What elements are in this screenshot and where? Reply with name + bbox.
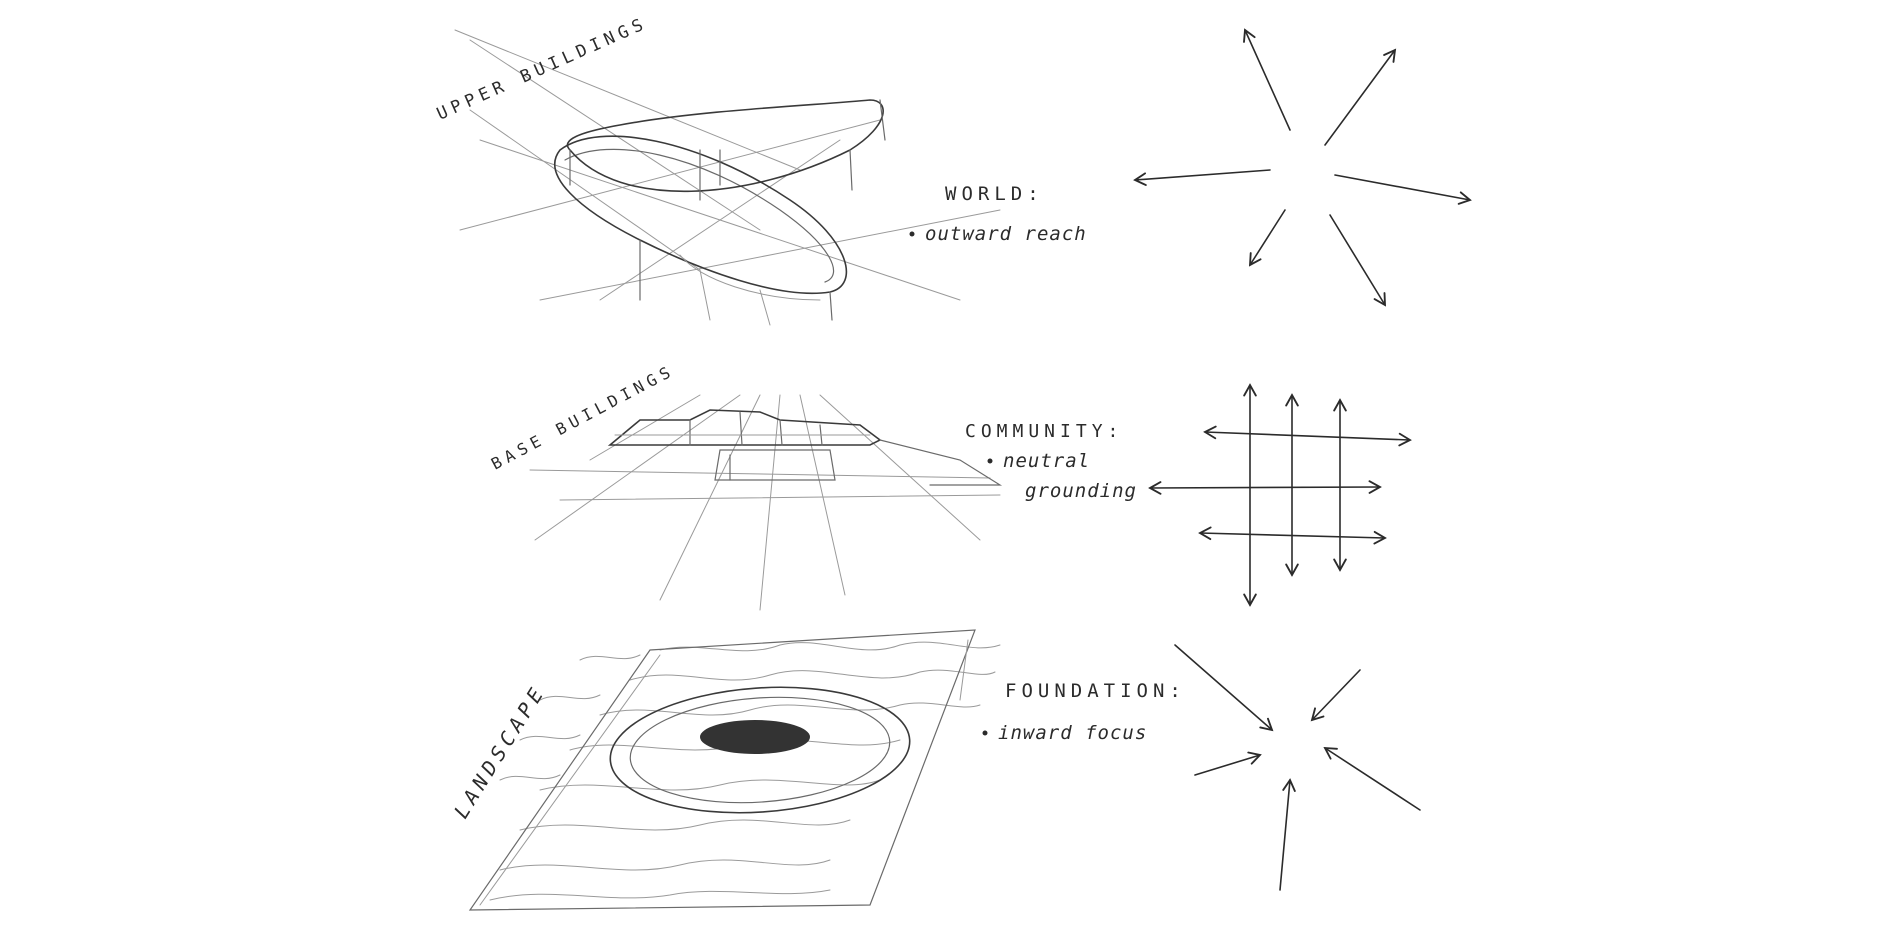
svg-text:UPPER BUILDINGS: UPPER BUILDINGS [434,13,651,124]
svg-text:LANDSCAPE: LANDSCAPE [449,680,551,823]
base-buildings-drawing [529,394,1003,611]
central-void [700,720,810,754]
svg-text:WORLD:: WORLD: [945,183,1044,205]
grid-arrows-diagram [1148,383,1412,607]
landscape-label: LANDSCAPE [449,680,551,823]
svg-text:COMMUNITY:: COMMUNITY: [965,421,1123,442]
svg-text:BASE BUILDINGS: BASE BUILDINGS [488,361,678,474]
bullet-dot [987,458,993,464]
bullet-dot [982,730,988,736]
world-note: WORLD: outward reach [909,183,1087,245]
outward-arrows-diagram [1133,28,1472,307]
base-buildings-label: BASE BUILDINGS [488,361,678,474]
bullet-dot [909,231,915,237]
upper-buildings-drawing [454,29,1001,326]
inward-arrows-diagram [1174,644,1421,891]
svg-text:outward reach: outward reach [925,223,1087,245]
community-note: COMMUNITY: neutral grounding [965,421,1137,502]
upper-buildings-label: UPPER BUILDINGS [434,13,651,124]
foundation-note: FOUNDATION: inward focus [982,680,1186,744]
svg-text:neutral: neutral [1003,450,1090,472]
landscape-drawing [468,629,1001,911]
svg-text:inward focus: inward focus [998,722,1147,744]
svg-text:grounding: grounding [1025,480,1137,502]
svg-text:FOUNDATION:: FOUNDATION: [1005,680,1186,702]
